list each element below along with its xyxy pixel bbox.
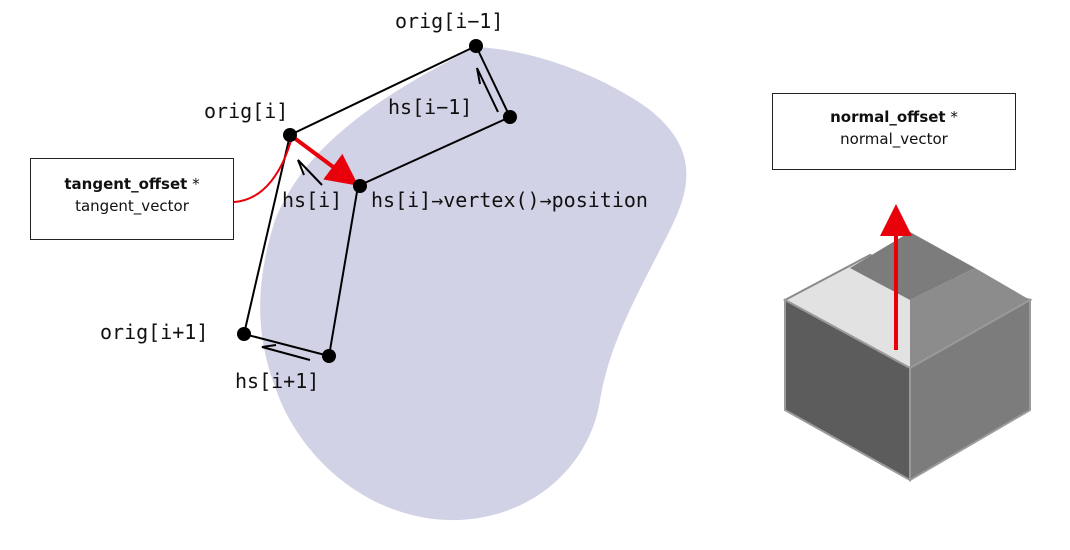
tangent-offset-box: tangent_offset * tangent_vector [30, 158, 234, 240]
label-orig-prev: orig[i−1] [395, 9, 503, 33]
edge-prev-orig [289, 45, 477, 136]
edge-prev-hs [357, 116, 511, 187]
label-hs-i-position: hs[i]→vertex()→position [371, 188, 648, 212]
label-hs-i: hs[i] [282, 188, 342, 212]
vertex-hs-prev [503, 110, 517, 124]
tangent-arrow [291, 135, 359, 186]
normal-offset-label: normal_offset [830, 108, 946, 126]
label-orig-i: orig[i] [204, 99, 288, 123]
surface-region [260, 47, 687, 521]
cube-top-notch [850, 232, 975, 300]
edge-i-next [243, 134, 291, 335]
tangent-connector-curve [233, 136, 293, 203]
edge-next-bottom [243, 333, 330, 357]
vertex-orig-i [283, 128, 297, 142]
cube-notch-right [910, 268, 1030, 368]
hs-next-arrow [261, 344, 311, 361]
normal-offset-box: normal_offset * normal_vector [772, 93, 1016, 170]
vertex-orig-next [237, 327, 251, 341]
tangent-multiply: * [187, 175, 200, 193]
vertices [237, 39, 517, 363]
isometric-cube-icon [782, 232, 1033, 482]
vertex-orig-prev [469, 39, 483, 53]
normal-vector-label: normal_vector [840, 130, 948, 148]
tangent-offset-formula: tangent_offset * [31, 175, 233, 193]
cube-right-face [909, 298, 1031, 482]
mesh-edges [243, 45, 511, 357]
tangent-offset-label: tangent_offset [64, 175, 188, 193]
label-orig-next: orig[i+1] [100, 320, 208, 344]
hs-i-arrow [297, 159, 323, 186]
hs-prev-arrow [476, 67, 499, 113]
vertex-hs-next [322, 349, 336, 363]
half-edge-arrows [261, 67, 499, 361]
label-hs-prev: hs[i−1] [388, 95, 472, 119]
vertex-hs-i [353, 179, 367, 193]
edge-hs-i-down [328, 185, 359, 357]
label-hs-next: hs[i+1] [235, 369, 319, 393]
normal-multiply: * [945, 108, 958, 126]
tangent-vector-label: tangent_vector [75, 197, 189, 215]
normal-offset-formula: normal_offset * [773, 108, 1015, 126]
edge-prev-side [475, 45, 511, 118]
